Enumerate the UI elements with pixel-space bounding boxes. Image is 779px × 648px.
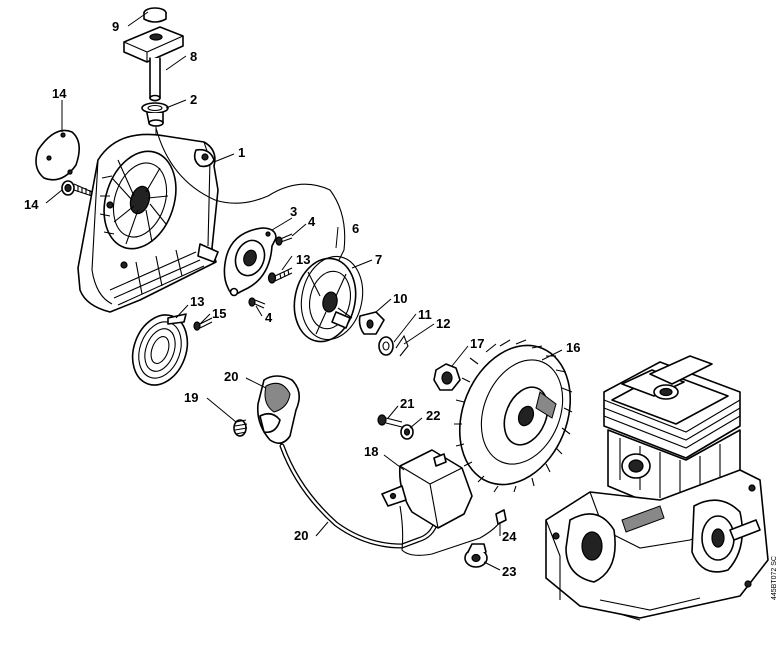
part-21-screw (377, 414, 403, 428)
callout-13-lower: 13 (190, 294, 204, 309)
callout-17: 18 (364, 444, 378, 459)
part-8-cap (143, 7, 167, 23)
part-19-switch-cover (256, 375, 300, 444)
part-5-rope-rotor (293, 255, 364, 343)
drawing-code: 445BT072 SC (771, 556, 778, 600)
callout-18: 19 (184, 390, 198, 405)
callout-10: 11 (418, 307, 432, 322)
part-3-spring-housing (223, 227, 277, 297)
part-18-spring (233, 419, 248, 437)
part-9-pawl (358, 311, 385, 335)
callout-24: 24 (502, 529, 517, 544)
callout-5: 7 (375, 252, 382, 267)
callout-15: 16 (566, 340, 580, 355)
callout-13-top: 14 (52, 86, 67, 101)
callout-3: 3 (290, 204, 297, 219)
part-7-starter-rope (155, 127, 346, 263)
part-4-screw-upper (275, 233, 293, 246)
callout-1: 1 (238, 145, 245, 160)
callout-2: 2 (190, 92, 197, 107)
part-4-screw-lower (248, 297, 266, 309)
part-12-screw (267, 267, 293, 284)
callout-14-lower: 15 (212, 306, 226, 321)
callout-21: 21 (400, 396, 414, 411)
part-2-rope-bushing (141, 102, 169, 136)
callout-4-lower: 4 (265, 310, 273, 325)
callout-labels: 9 8 2 14 14 1 3 4 6 7 13 4 10 11 12 13 1… (24, 19, 580, 579)
part-20-short-circuit-wire (279, 443, 439, 549)
callout-23: 23 (502, 564, 516, 579)
callout-12: 13 (296, 252, 310, 267)
part-22-washer (400, 424, 414, 440)
callout-22: 22 (426, 408, 440, 423)
callout-16: 17 (470, 336, 484, 351)
callout-6: 8 (190, 49, 197, 64)
callout-8: 9 (112, 19, 119, 34)
part-23-grommet (464, 543, 488, 568)
leader-lines (45, 11, 563, 571)
part-10-washer (378, 336, 394, 356)
callout-19: 20 (224, 369, 238, 384)
part-1-fan-housing (77, 133, 219, 313)
callout-14-top: 14 (24, 197, 39, 212)
engine-block (545, 355, 769, 621)
part-13-cover-disc (35, 129, 80, 181)
part-13-rewind-spring (131, 313, 189, 386)
part-14-screw-top (61, 180, 93, 197)
part-17-ignition-module (381, 449, 507, 556)
part-15-flywheel (454, 339, 573, 493)
part-14-screw-lower (193, 317, 213, 331)
callout-4-upper: 4 (308, 214, 316, 229)
part-16-nut (433, 363, 461, 391)
callout-20: 20 (294, 528, 308, 543)
callout-9: 10 (393, 291, 407, 306)
callout-11: 12 (436, 316, 450, 331)
part-6-starter-grip (123, 26, 184, 102)
callout-7: 6 (352, 221, 359, 236)
part-11-spring-clip (395, 334, 409, 357)
